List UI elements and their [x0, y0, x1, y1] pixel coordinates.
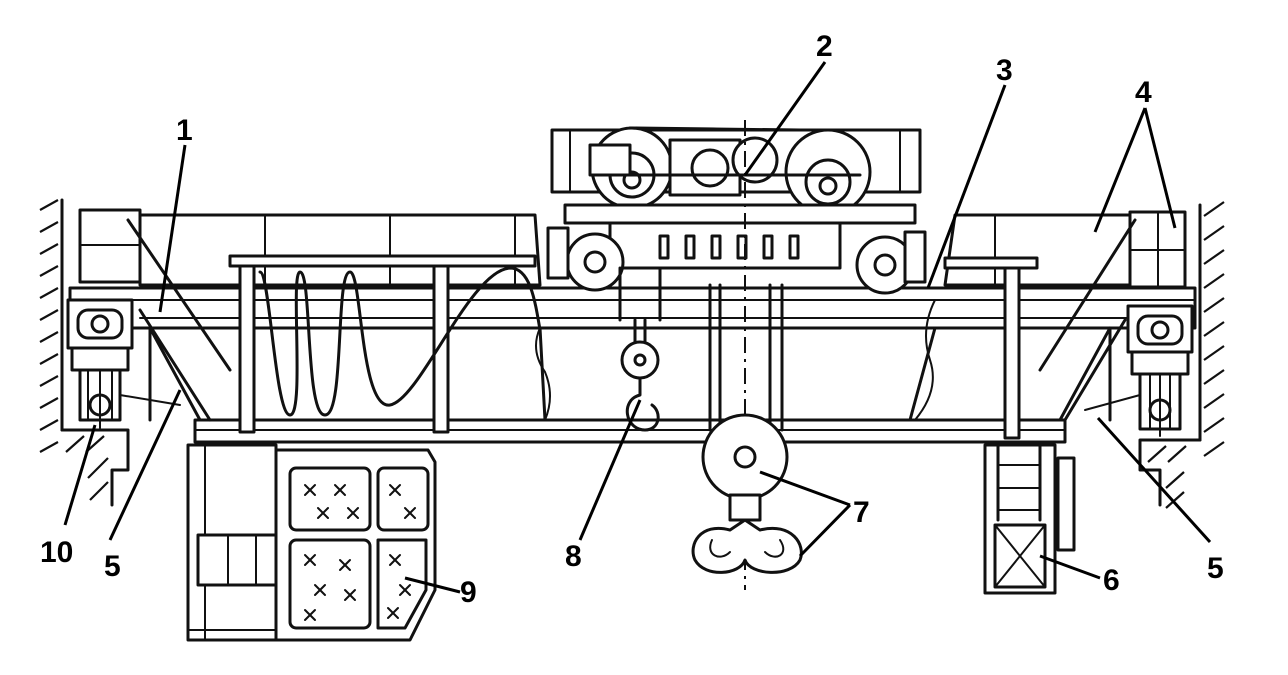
right-end-beam [1128, 210, 1187, 289]
part-labels: 1 2 3 4 10 5 8 7 9 6 5 [40, 30, 1224, 609]
label-rail: 3 [996, 54, 1013, 87]
left-end-truck [66, 298, 134, 429]
trolley [546, 120, 927, 590]
label-walkway-left: 5 [104, 550, 121, 583]
left-wall [39, 198, 130, 507]
label-wheel: 10 [40, 536, 73, 569]
label-main-hook: 7 [853, 496, 870, 529]
auxiliary-hook [618, 266, 662, 432]
leader-lines [63, 61, 1212, 594]
ladder-box [983, 443, 1076, 595]
right-end-truck [1126, 304, 1194, 437]
left-bracing [119, 218, 232, 422]
label-end-beam: 4 [1135, 76, 1152, 109]
label-walkway-right: 5 [1207, 552, 1224, 585]
operator-cab [186, 443, 437, 642]
label-aux-hook: 8 [565, 540, 582, 573]
main-hook [691, 283, 803, 574]
label-cab: 9 [460, 576, 477, 609]
left-end-beam [78, 208, 142, 284]
festoon-cable [258, 266, 542, 417]
label-girder: 1 [176, 114, 193, 147]
left-railing [228, 254, 537, 434]
right-railing [943, 256, 1039, 440]
right-wall [1138, 201, 1225, 509]
right-bracing [1038, 218, 1141, 422]
label-trolley: 2 [816, 30, 833, 63]
label-ladder: 6 [1103, 564, 1120, 597]
